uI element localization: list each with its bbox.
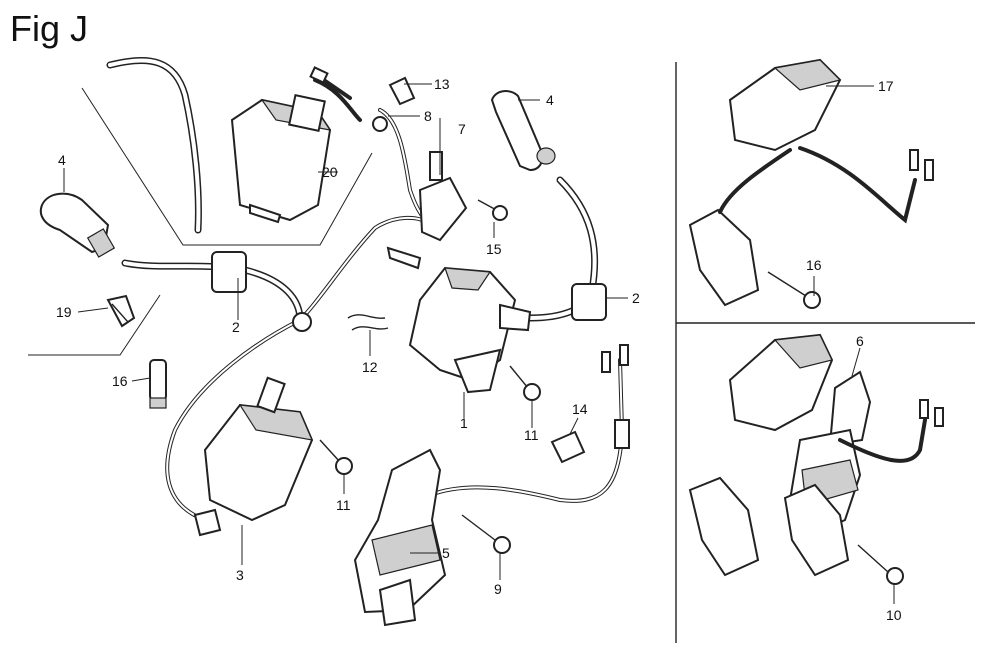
callout-5: 5	[442, 545, 450, 561]
spark-plug-cap-part-4-left	[39, 192, 116, 258]
callout-4-left: 4	[58, 152, 66, 168]
bolt-part-16-right	[767, 271, 821, 309]
clip-part-12	[347, 314, 389, 331]
ignition-coil-part-3	[193, 376, 314, 537]
group-bracket-lower	[28, 294, 161, 356]
module-part-7	[418, 151, 468, 242]
callout-2-left: 2	[232, 319, 240, 335]
ignition-assembly-part-6	[688, 333, 944, 577]
wiring-harness	[165, 108, 432, 522]
ignition-unit-part-1	[408, 176, 607, 394]
callout-19: 19	[56, 304, 72, 320]
connector-part-16-left	[149, 359, 167, 409]
callout-3: 3	[236, 567, 244, 583]
grommet-part-2-left	[121, 251, 304, 324]
callout-11-lower: 11	[336, 497, 351, 513]
lead-part-8	[309, 66, 352, 100]
clip-part-19	[106, 294, 136, 328]
spark-plug-cap-part-4-top	[490, 90, 556, 172]
bolt-part-15	[477, 199, 508, 221]
bolt-part-10	[857, 544, 904, 585]
bolt-part-11-lower	[319, 439, 353, 475]
callout-labels: 13 4 8 7 20 4 15 2 2 19 12 16 1 11 14 11…	[56, 76, 902, 623]
terminal-part-13	[388, 76, 416, 106]
callout-15: 15	[486, 241, 502, 257]
callout-14: 14	[572, 401, 588, 417]
leader-lines	[63, 83, 895, 604]
figure-title: Fig J	[10, 8, 89, 49]
bolt-part-11-upper	[509, 365, 541, 401]
pulser-coil-part-5	[353, 448, 447, 627]
bolt-part-9	[461, 514, 511, 554]
callout-8: 8	[424, 108, 432, 124]
callout-17: 17	[878, 78, 894, 94]
callout-16-right: 16	[806, 257, 822, 273]
callout-1: 1	[460, 415, 468, 431]
callout-6: 6	[856, 333, 864, 349]
callout-16-left: 16	[112, 373, 128, 389]
clamp-part-14	[550, 430, 586, 464]
callout-10: 10	[886, 607, 902, 623]
callout-20: 20	[322, 164, 338, 180]
ignition-coil-part-20	[106, 56, 362, 234]
coil-lead-wire	[428, 344, 630, 503]
callout-11-upper: 11	[524, 427, 539, 443]
callout-9: 9	[494, 581, 502, 597]
callout-2-right: 2	[632, 290, 640, 306]
callout-4-top: 4	[546, 92, 554, 108]
group-bracket-upper	[81, 87, 373, 246]
callout-13: 13	[434, 76, 450, 92]
ignition-module-part-17	[688, 58, 934, 307]
callout-12: 12	[362, 359, 378, 375]
callout-7: 7	[458, 121, 466, 137]
